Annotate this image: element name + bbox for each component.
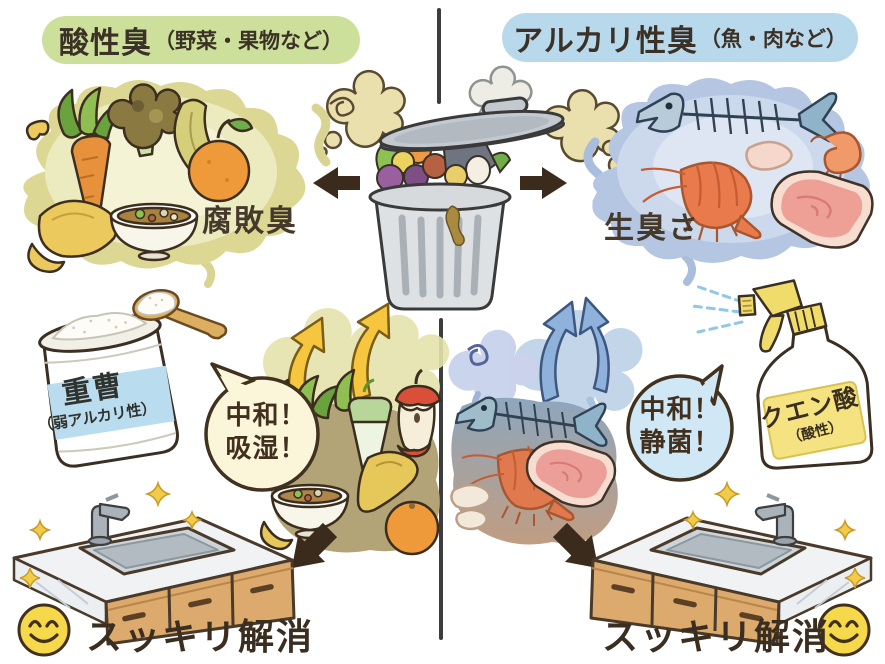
header-alkali-odor: アルカリ性臭 （魚・肉など） — [502, 13, 858, 62]
rising-odor-arrows-icon — [539, 296, 610, 404]
jar-label-band — [47, 365, 175, 440]
spray-mist-icon — [690, 284, 744, 334]
arrow-down-left-icon — [291, 522, 338, 569]
rotten-food-cloud-icon — [23, 79, 331, 288]
bubble-right-text: 中和！ 静菌！ — [639, 395, 721, 458]
odor-label-right: 生臭さ — [604, 211, 700, 246]
divider-top — [437, 8, 441, 104]
bubble-left-text: 中和！ 吸湿！ — [225, 401, 307, 464]
faucet-icon — [754, 493, 798, 547]
sparkle-icon — [682, 480, 866, 589]
baking-soda-jar-icon — [38, 289, 228, 468]
goo-drip-icon — [445, 205, 465, 247]
citric-acid-spray-icon — [690, 279, 874, 470]
arrow-right-icon — [520, 167, 567, 199]
speech-bubble-left — [204, 362, 320, 492]
smiley-face-icon — [817, 603, 871, 657]
header-acid-odor: 酸性臭 （野菜・果物など） — [42, 16, 360, 64]
fish-waste-pile-icon — [448, 296, 643, 545]
result-label-right: スッキリ解消 — [602, 617, 831, 658]
faucet-icon — [87, 493, 131, 547]
divider-bottom — [439, 318, 443, 640]
speech-bubble-right — [626, 364, 734, 482]
arrow-down-right-icon — [552, 522, 599, 569]
odor-swirl-icon — [467, 344, 489, 366]
header-alkali-title: アルカリ性臭 — [513, 23, 698, 59]
kitchen-sink-icon — [589, 480, 873, 646]
smiley-face-icon — [17, 603, 71, 657]
odor-label-left: 腐敗臭 — [202, 204, 298, 239]
header-acid-title: 酸性臭 — [59, 26, 152, 61]
fishy-odor-cloud-icon — [583, 77, 874, 286]
trash-can-icon — [368, 96, 566, 311]
header-alkali-subtitle: （魚・肉など） — [699, 26, 847, 51]
header-acid-subtitle: （野菜・果物など） — [154, 29, 343, 53]
arrow-left-icon — [313, 167, 360, 199]
kitchen-sink-icon — [12, 480, 296, 646]
result-label-left: スッキリ解消 — [86, 617, 315, 658]
sparkle-icon — [19, 480, 203, 589]
spoon-icon — [132, 289, 228, 340]
